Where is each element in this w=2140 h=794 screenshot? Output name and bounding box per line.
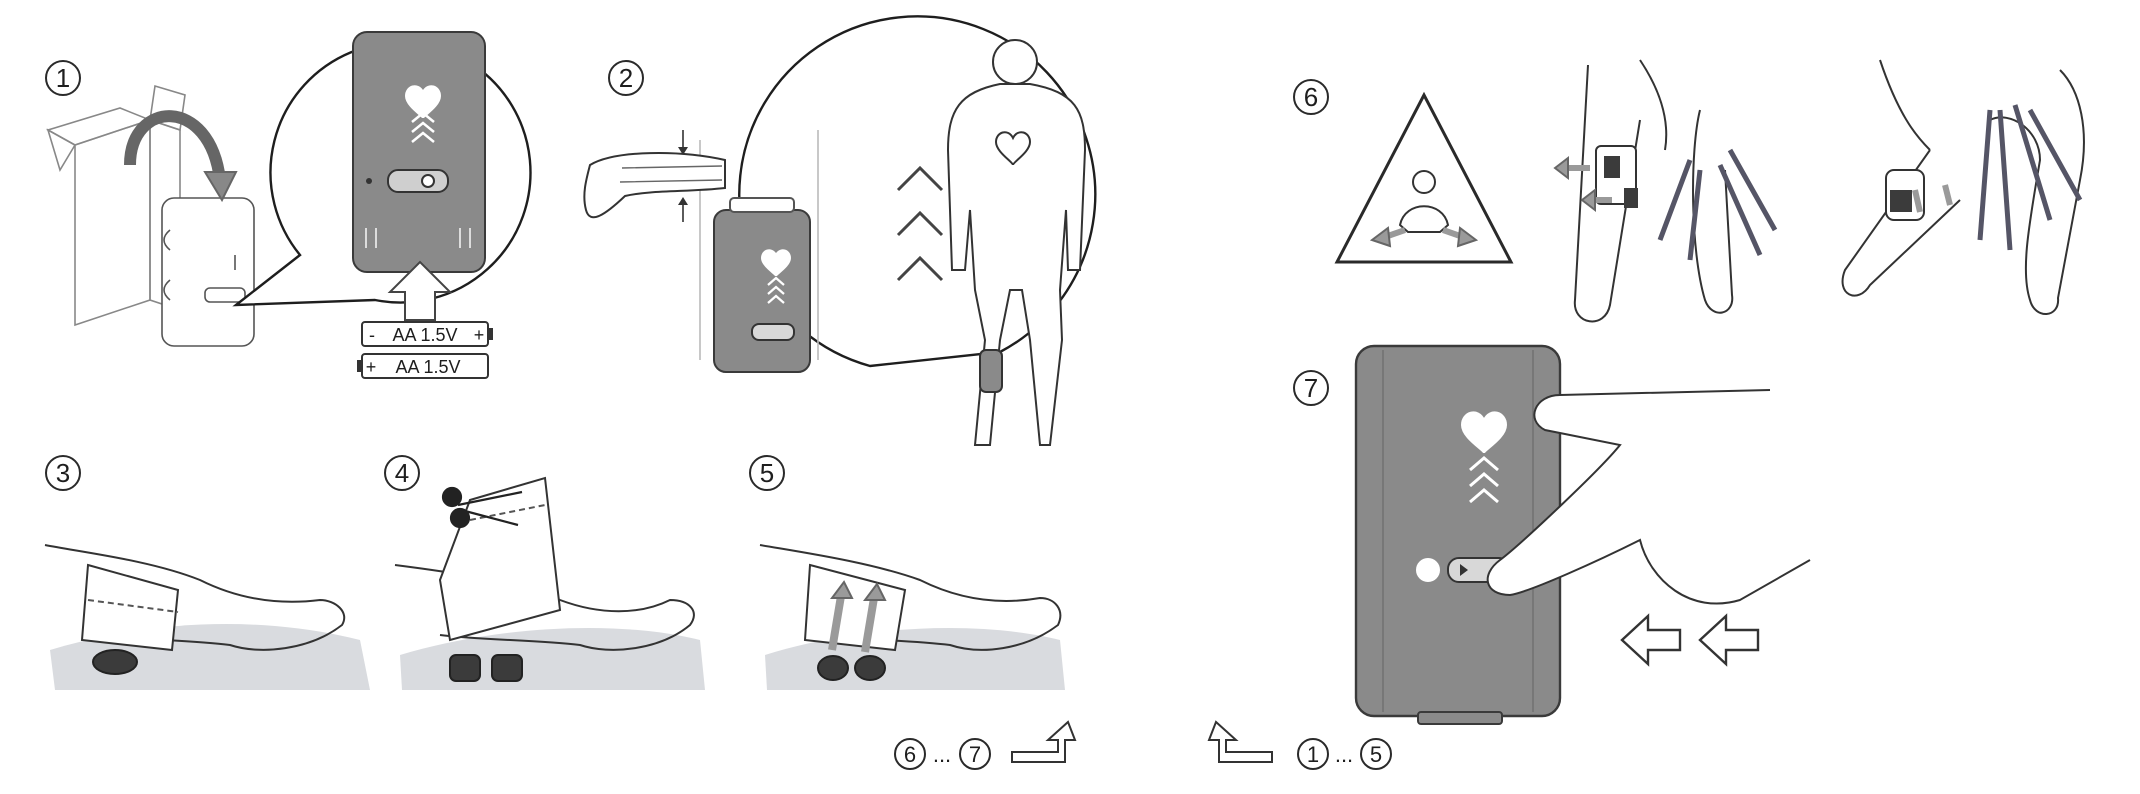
nav-forward-from: 6 bbox=[904, 742, 916, 767]
return-arrow-icon bbox=[1207, 720, 1273, 763]
nav-back-to: 5 bbox=[1370, 742, 1382, 767]
nav-forward-from-circle bbox=[894, 738, 926, 770]
arrow-down-icon bbox=[1912, 184, 1953, 213]
step-5-number-circle bbox=[749, 455, 785, 491]
unpack-arrow bbox=[124, 110, 226, 181]
switch-slot bbox=[387, 169, 449, 193]
nav-back bbox=[1207, 720, 1392, 770]
device-on-calf bbox=[713, 209, 811, 373]
step-1-panel bbox=[45, 31, 532, 379]
device-clip bbox=[1417, 711, 1503, 725]
electrode-pad bbox=[817, 655, 849, 681]
battery-bottom-label: AA 1.5V bbox=[395, 357, 460, 377]
nav-forward bbox=[894, 720, 1077, 770]
step-3-number: 3 bbox=[56, 458, 70, 488]
chevron-up-icon bbox=[896, 165, 944, 282]
step-1-number-circle bbox=[45, 60, 81, 96]
open-box bbox=[45, 84, 186, 327]
floor-shadow bbox=[400, 628, 705, 690]
sleeve bbox=[803, 563, 907, 652]
heart-icon bbox=[1460, 411, 1508, 454]
power-indicator-icon bbox=[1416, 558, 1440, 582]
nav-forward-to-circle bbox=[959, 738, 991, 770]
pull-up-arrow bbox=[861, 591, 879, 653]
device-back-open bbox=[352, 31, 486, 273]
step-6-number: 6 bbox=[1304, 82, 1318, 112]
switch-slot bbox=[751, 323, 795, 341]
pressing-hand[interactable] bbox=[1486, 389, 1811, 605]
sleeve bbox=[80, 563, 180, 652]
battery-contact-right bbox=[459, 228, 471, 248]
step-4-number-circle bbox=[384, 455, 420, 491]
chevron-up-icon bbox=[1469, 456, 1499, 504]
pull-up-arrow bbox=[828, 589, 846, 651]
insert-battery-arrow bbox=[387, 260, 453, 321]
step-3-number-circle bbox=[45, 455, 81, 491]
nav-back-dots: ... bbox=[1335, 742, 1353, 767]
heart-icon bbox=[760, 249, 792, 277]
step-2-panel bbox=[583, 15, 1097, 446]
step-2-number: 2 bbox=[619, 63, 633, 93]
chevron-up-icon bbox=[411, 111, 435, 143]
leg bbox=[44, 544, 346, 651]
electrode-pad bbox=[854, 655, 886, 681]
heart-icon bbox=[994, 131, 1032, 166]
nav-back-to-circle bbox=[1360, 738, 1392, 770]
legs-seated-left bbox=[1573, 59, 1734, 323]
step-7-panel bbox=[1293, 344, 1811, 725]
unpack-arrow-head bbox=[203, 171, 238, 203]
push-left-arrow-icon bbox=[1620, 613, 1682, 667]
step-3-panel bbox=[44, 455, 370, 690]
legs-seated-right bbox=[1841, 59, 2085, 315]
step-1-number: 1 bbox=[56, 63, 70, 93]
nav-forward-dots: ... bbox=[933, 742, 951, 767]
hand bbox=[583, 152, 726, 219]
device-front bbox=[1354, 344, 1562, 718]
leg bbox=[759, 544, 1062, 651]
electrode-pad bbox=[92, 649, 138, 675]
battery-top-minus: - bbox=[369, 325, 375, 345]
step-5-number: 5 bbox=[760, 458, 774, 488]
cable-bundle bbox=[1977, 104, 2083, 251]
battery-top-plus: + bbox=[474, 325, 485, 345]
device-in-box bbox=[161, 197, 255, 347]
warning-triangle-icon bbox=[1334, 91, 1514, 264]
sitting-person-icon bbox=[1398, 170, 1450, 233]
cable-bundle bbox=[1657, 148, 1778, 261]
scissors-icon bbox=[441, 486, 523, 529]
nav-back-from-circle bbox=[1297, 738, 1329, 770]
step-7-number: 7 bbox=[1304, 373, 1318, 403]
device-on-person-calf bbox=[979, 349, 1003, 393]
step-5-panel bbox=[749, 455, 1065, 690]
step-7-number-circle bbox=[1293, 370, 1329, 406]
push-left-arrow-icon bbox=[1698, 613, 1760, 667]
step-6-panel bbox=[1293, 59, 2085, 323]
step-2-number-circle bbox=[608, 60, 644, 96]
step-4-number: 4 bbox=[395, 458, 409, 488]
nav-back-from: 1 bbox=[1307, 742, 1319, 767]
battery-contact-left bbox=[365, 228, 377, 248]
electrode-pad bbox=[491, 654, 523, 682]
nav-forward-to: 7 bbox=[969, 742, 981, 767]
chevron-up-icon bbox=[767, 276, 785, 304]
battery-top-label: AA 1.5V bbox=[392, 325, 457, 345]
electrode-pad bbox=[449, 654, 481, 682]
return-arrow-icon bbox=[1011, 720, 1077, 763]
battery-bottom-plus: + bbox=[366, 357, 377, 377]
step-6-number-circle bbox=[1293, 79, 1329, 115]
step-4-panel bbox=[384, 455, 705, 690]
person-standing bbox=[946, 39, 1087, 446]
